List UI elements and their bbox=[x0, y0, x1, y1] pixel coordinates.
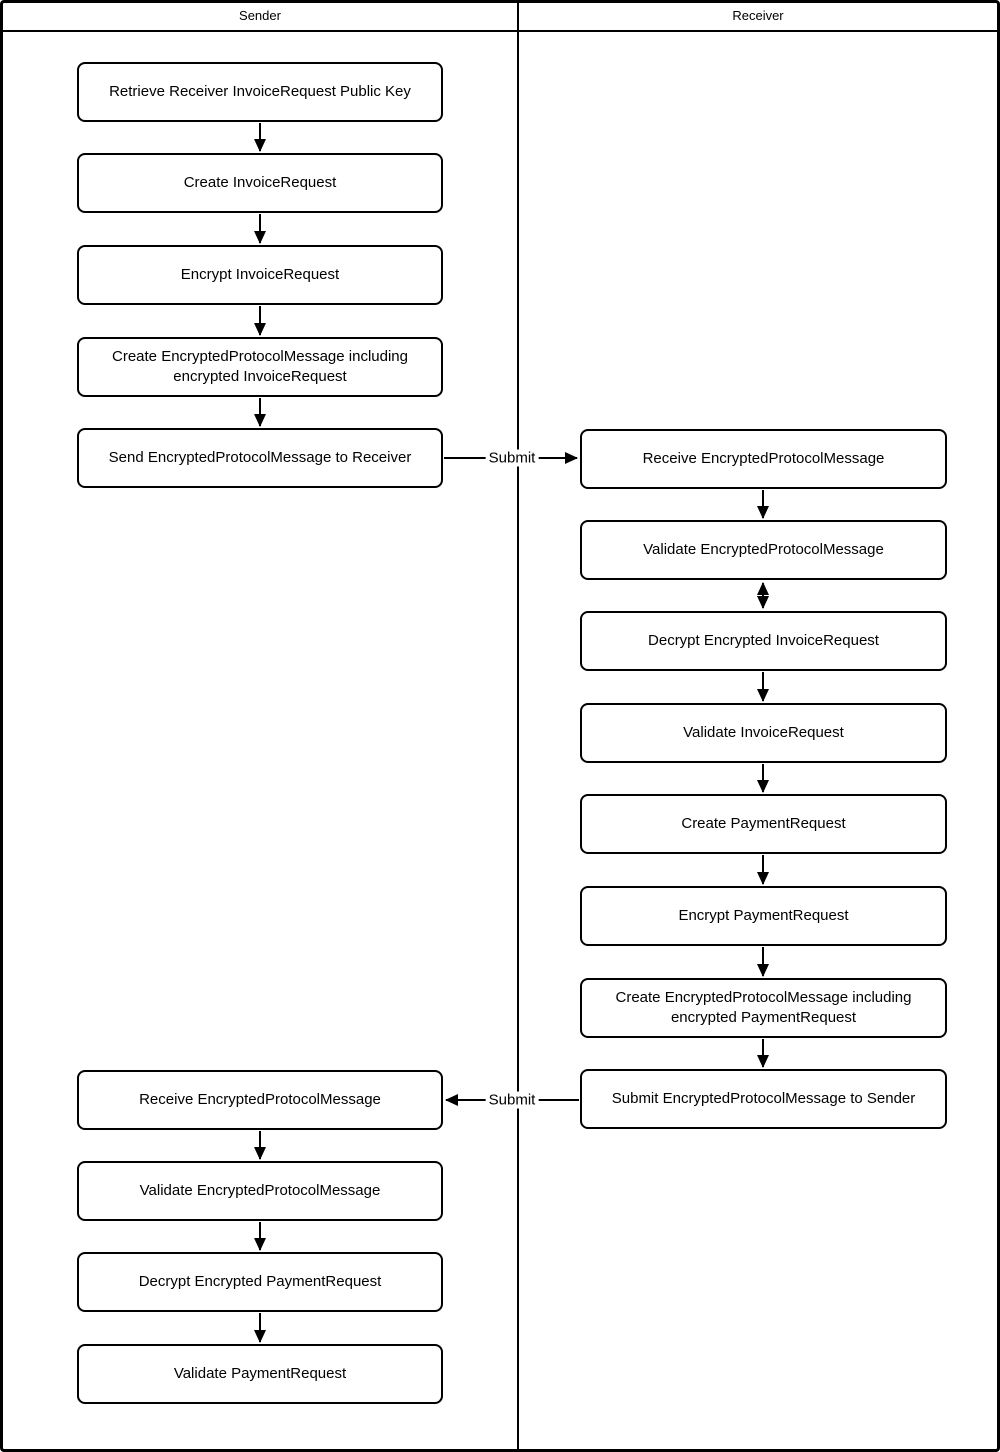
lane-header-receiver: Receiver bbox=[519, 0, 997, 30]
node-label: Create InvoiceRequest bbox=[183, 174, 337, 191]
node-create-encryptedprotocolmessage-paymentrequest: Create EncryptedProtocolMessage includin… bbox=[580, 978, 947, 1038]
lane-title-sender: Sender bbox=[239, 7, 281, 23]
node-create-invoicerequest: Create InvoiceRequest bbox=[77, 153, 443, 213]
node-label: Decrypt Encrypted InvoiceRequest bbox=[648, 632, 879, 649]
node-label: Validate PaymentRequest bbox=[173, 1365, 347, 1382]
lane-title-receiver: Receiver bbox=[732, 7, 784, 23]
node-send-encryptedprotocolmessage-to-receiver: Send EncryptedProtocolMessage to Receive… bbox=[77, 428, 443, 488]
node-label: Validate EncryptedProtocolMessage bbox=[643, 541, 884, 558]
node-label: Decrypt Encrypted PaymentRequest bbox=[138, 1273, 382, 1290]
node-create-paymentrequest: Create PaymentRequest bbox=[580, 794, 947, 854]
node-validate-invoicerequest: Validate InvoiceRequest bbox=[580, 703, 947, 763]
node-encrypt-invoicerequest: Encrypt InvoiceRequest bbox=[77, 245, 443, 305]
node-submit-encryptedprotocolmessage-to-sender: Submit EncryptedProtocolMessage to Sende… bbox=[580, 1069, 947, 1129]
node-sender-validate-encryptedprotocolmessage: Validate EncryptedProtocolMessage bbox=[77, 1161, 443, 1221]
node-label: Create EncryptedProtocolMessage includin… bbox=[615, 989, 912, 1026]
node-label: Create EncryptedProtocolMessage includin… bbox=[112, 348, 408, 385]
node-label: Validate EncryptedProtocolMessage bbox=[139, 1182, 381, 1199]
node-receiver-validate-encryptedprotocolmessage: Validate EncryptedProtocolMessage bbox=[580, 520, 947, 580]
node-decrypt-encrypted-paymentrequest: Decrypt Encrypted PaymentRequest bbox=[77, 1252, 443, 1312]
edge-label-submit-to-sender: Submit bbox=[485, 1091, 539, 1109]
lane-header-sender: Sender bbox=[3, 0, 517, 30]
node-retrieve-receiver-invoicerequest-public-key: Retrieve Receiver InvoiceRequest Public … bbox=[77, 62, 443, 122]
node-create-encryptedprotocolmessage-invoicerequest: Create EncryptedProtocolMessage includin… bbox=[77, 337, 443, 397]
node-label: Encrypt PaymentRequest bbox=[678, 907, 849, 924]
node-label: Create PaymentRequest bbox=[681, 815, 846, 832]
lane-divider-line bbox=[517, 0, 519, 1452]
node-receiver-receive-encryptedprotocolmessage: Receive EncryptedProtocolMessage bbox=[580, 429, 947, 489]
node-label: Encrypt InvoiceRequest bbox=[180, 266, 340, 283]
node-label: Receive EncryptedProtocolMessage bbox=[642, 450, 885, 467]
edge-label-submit-to-receiver: Submit bbox=[485, 449, 539, 467]
node-label: Send EncryptedProtocolMessage to Receive… bbox=[108, 449, 412, 466]
node-sender-receive-encryptedprotocolmessage: Receive EncryptedProtocolMessage bbox=[77, 1070, 443, 1130]
node-label: Submit EncryptedProtocolMessage to Sende… bbox=[611, 1090, 916, 1107]
node-label: Validate InvoiceRequest bbox=[683, 724, 844, 741]
node-encrypt-paymentrequest: Encrypt PaymentRequest bbox=[580, 886, 947, 946]
node-label: Receive EncryptedProtocolMessage bbox=[139, 1091, 381, 1108]
node-validate-paymentrequest: Validate PaymentRequest bbox=[77, 1344, 443, 1404]
header-divider-line bbox=[0, 30, 1000, 32]
node-label: Retrieve Receiver InvoiceRequest Public … bbox=[109, 83, 411, 100]
node-decrypt-encrypted-invoicerequest: Decrypt Encrypted InvoiceRequest bbox=[580, 611, 947, 671]
